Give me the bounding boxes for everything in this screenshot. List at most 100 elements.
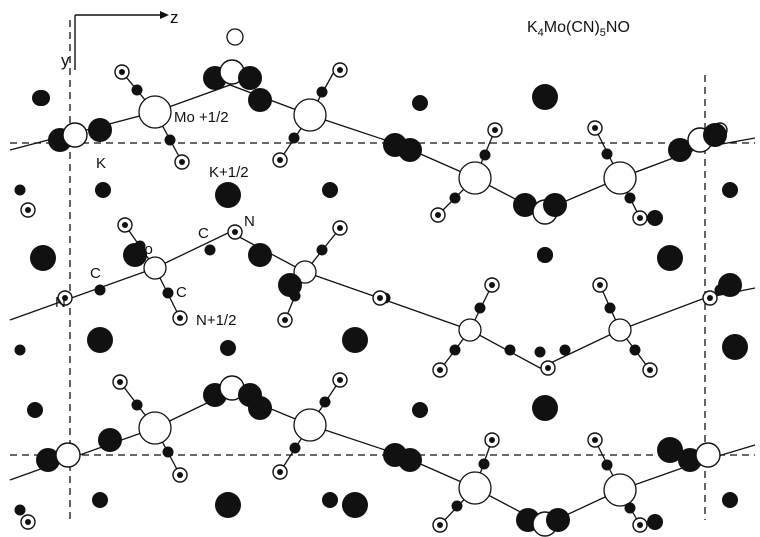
k-atom xyxy=(722,492,738,508)
c-atom xyxy=(14,504,26,516)
c-atom xyxy=(474,302,486,314)
label-n-top: N xyxy=(244,213,255,230)
mo-atom xyxy=(608,318,632,342)
n-atom-core xyxy=(437,367,443,373)
n-atom-core xyxy=(592,437,598,443)
mo-atom xyxy=(603,161,637,195)
c-atom xyxy=(14,344,26,356)
c-atom xyxy=(504,344,516,356)
k-atom xyxy=(215,492,241,518)
c-atom xyxy=(534,346,546,358)
n-atom-core xyxy=(177,315,183,321)
c-atom xyxy=(624,502,636,514)
k-atom xyxy=(537,247,553,263)
c-atom xyxy=(131,84,143,96)
c-atom xyxy=(204,244,216,256)
n-atom-core xyxy=(489,282,495,288)
n-atom-core xyxy=(337,225,343,231)
k-atom xyxy=(92,492,108,508)
c-atom xyxy=(131,399,143,411)
mo-atom xyxy=(458,471,492,505)
mo-atom xyxy=(603,473,637,507)
c-atom xyxy=(14,184,26,196)
mo-atom xyxy=(293,98,327,132)
label-mo-half: Mo +1/2 xyxy=(174,109,229,126)
cluster-atom xyxy=(398,448,422,472)
k-atom xyxy=(30,245,56,271)
mo-atom xyxy=(458,161,492,195)
open-atom xyxy=(226,28,244,46)
c-atom xyxy=(624,192,636,204)
k-atom xyxy=(27,402,43,418)
c-atom xyxy=(629,344,641,356)
c-atom xyxy=(316,86,328,98)
c-atom xyxy=(479,149,491,161)
c-atom xyxy=(601,459,613,471)
k-atom xyxy=(87,327,113,353)
c-atom xyxy=(559,344,571,356)
c-atom xyxy=(319,396,331,408)
cluster-atom xyxy=(55,442,81,468)
n-atom-core xyxy=(377,295,383,301)
n-atom-core xyxy=(637,522,643,528)
cluster-atom xyxy=(238,66,262,90)
cluster-atom xyxy=(543,193,567,217)
n-atom-core xyxy=(25,207,31,213)
label-k: K xyxy=(96,155,106,172)
k-atom xyxy=(647,514,663,530)
n-atom-core xyxy=(25,519,31,525)
k-atom xyxy=(32,90,48,106)
k-atom xyxy=(322,492,338,508)
cluster-atom xyxy=(248,88,272,112)
n-atom-core xyxy=(637,215,643,221)
cluster-atom xyxy=(703,123,727,147)
n-atom-core xyxy=(179,159,185,165)
y-axis-label: y xyxy=(61,51,70,70)
n-atom-core xyxy=(119,69,125,75)
label-n-left: N xyxy=(55,294,66,311)
c-atom xyxy=(289,442,301,454)
label-c-lower: C xyxy=(176,284,187,301)
c-atom xyxy=(601,148,613,160)
c-atom xyxy=(162,287,174,299)
label-k-half: K+1/2 xyxy=(209,164,249,181)
labels: K4Mo(CN)5NO z y Mo +1/2 K K+1/2 Mo C N N… xyxy=(55,8,630,329)
c-atom xyxy=(164,134,176,146)
n-atom-core xyxy=(232,229,238,235)
c-atom xyxy=(449,192,461,204)
cluster-atom xyxy=(248,396,272,420)
n-atom-core xyxy=(337,377,343,383)
axes xyxy=(74,11,169,70)
cluster-atom xyxy=(668,138,692,162)
c-atom xyxy=(162,446,174,458)
cluster-atom xyxy=(718,273,742,297)
k-atom xyxy=(220,340,236,356)
k-atom xyxy=(722,334,748,360)
k-atom xyxy=(412,95,428,111)
n-atom-core xyxy=(597,282,603,288)
cluster-atom xyxy=(248,243,272,267)
mo-atom xyxy=(138,411,172,445)
n-atom-core xyxy=(117,379,123,385)
k-atom xyxy=(657,245,683,271)
n-atom-core xyxy=(545,365,551,371)
c-atom xyxy=(604,302,616,314)
cluster-atom xyxy=(98,428,122,452)
k-atom xyxy=(342,327,368,353)
c-atom xyxy=(451,500,463,512)
cluster-atom xyxy=(695,442,721,468)
n-atom-core xyxy=(277,469,283,475)
mo-atom xyxy=(458,318,482,342)
k-atom xyxy=(215,182,241,208)
n-atom-core xyxy=(647,367,653,373)
n-atom-core xyxy=(437,522,443,528)
n-atom-core xyxy=(282,317,288,323)
cluster-atom xyxy=(36,448,60,472)
n-atom-core xyxy=(177,472,183,478)
k-atom xyxy=(322,182,338,198)
c-atom xyxy=(449,344,461,356)
k-atom xyxy=(657,437,683,463)
k-atom xyxy=(412,402,428,418)
n-atom-core xyxy=(707,295,713,301)
